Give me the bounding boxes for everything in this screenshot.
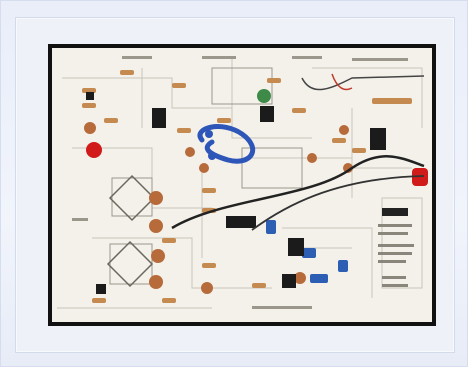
capacitors [84,122,353,294]
blue-capacitors [266,220,348,283]
black-wire [171,155,425,230]
integrated-circuits [86,92,386,294]
circuit-board-illustration [52,48,432,322]
silkscreen-text [72,56,408,309]
diode-bridges [106,174,156,288]
blue-wire [197,124,256,164]
board-label-block [378,208,414,287]
resistors [82,70,412,303]
circuit-board-photo [48,44,436,326]
green-component [257,89,271,103]
